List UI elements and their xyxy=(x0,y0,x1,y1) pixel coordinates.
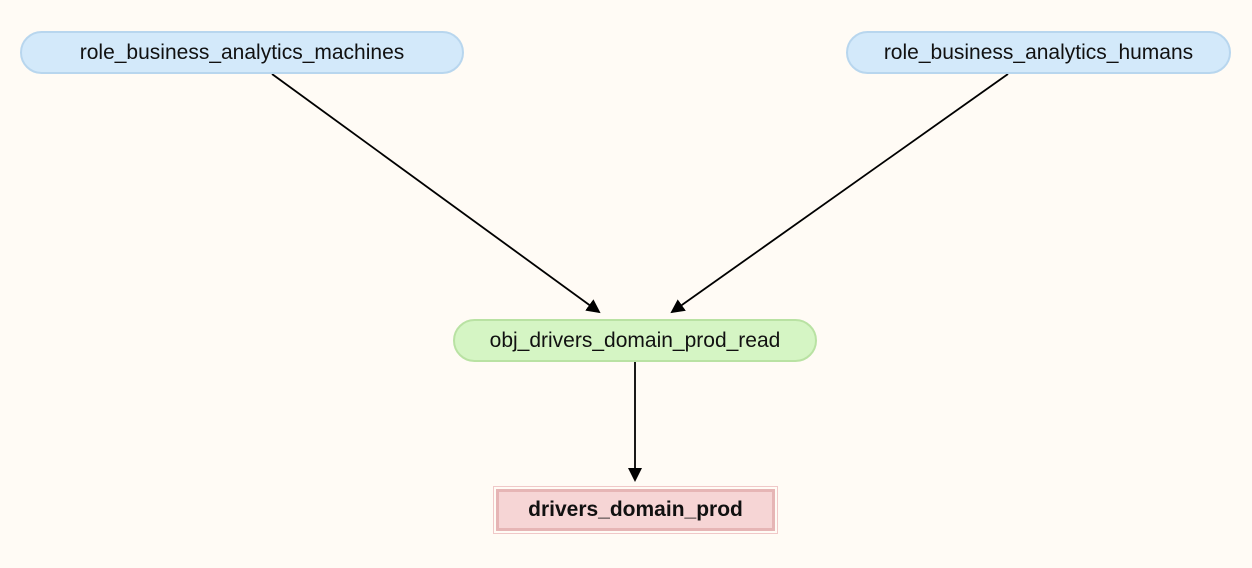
node-label: role_business_analytics_machines xyxy=(79,40,405,64)
node-label: drivers_domain_prod xyxy=(528,498,743,521)
edge-machines-to-obj-read xyxy=(271,73,601,314)
node-role-business-analytics-humans[interactable]: role_business_analytics_humans xyxy=(846,31,1231,74)
node-obj-drivers-domain-prod-read[interactable]: obj_drivers_domain_prod_read xyxy=(453,319,817,362)
node-database-drivers-domain-prod[interactable]: drivers_domain_prod xyxy=(493,486,778,534)
node-label: obj_drivers_domain_prod_read xyxy=(489,328,781,352)
node-role-business-analytics-machines[interactable]: role_business_analytics_machines xyxy=(20,31,464,74)
edge-humans-to-obj-read xyxy=(670,73,1009,314)
node-label: role_business_analytics_humans xyxy=(883,40,1194,64)
